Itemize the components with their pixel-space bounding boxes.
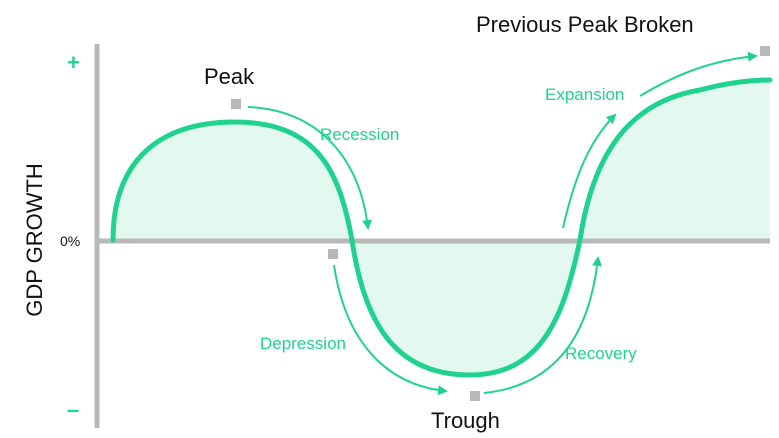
previous-peak-label: Previous Peak Broken <box>476 12 694 37</box>
expansion-label: Expansion <box>545 85 624 104</box>
zero-crossing-marker <box>328 249 338 259</box>
minus-sign: – <box>67 397 79 422</box>
peak-label: Peak <box>204 64 255 89</box>
depression-arrow <box>333 264 448 396</box>
recession-label: Recession <box>320 125 399 144</box>
y-axis-label: GDP GROWTH <box>22 163 47 317</box>
expansion-arrow <box>562 113 617 229</box>
gdp-curve <box>110 77 773 378</box>
previous-peak-marker <box>760 46 770 56</box>
trough-marker <box>470 391 480 401</box>
zero-percent-label: 0% <box>60 233 80 249</box>
recovery-arrow <box>483 256 603 394</box>
peak-marker <box>231 99 241 109</box>
positive-area-left <box>113 122 352 240</box>
plus-sign: + <box>67 50 80 75</box>
negative-area <box>352 240 580 375</box>
depression-label: Depression <box>260 334 346 353</box>
recession-arrow <box>247 106 373 230</box>
positive-area-right <box>580 80 770 240</box>
expansion-top-arrow <box>639 51 758 97</box>
recovery-label: Recovery <box>565 344 637 363</box>
trough-label: Trough <box>431 408 500 433</box>
